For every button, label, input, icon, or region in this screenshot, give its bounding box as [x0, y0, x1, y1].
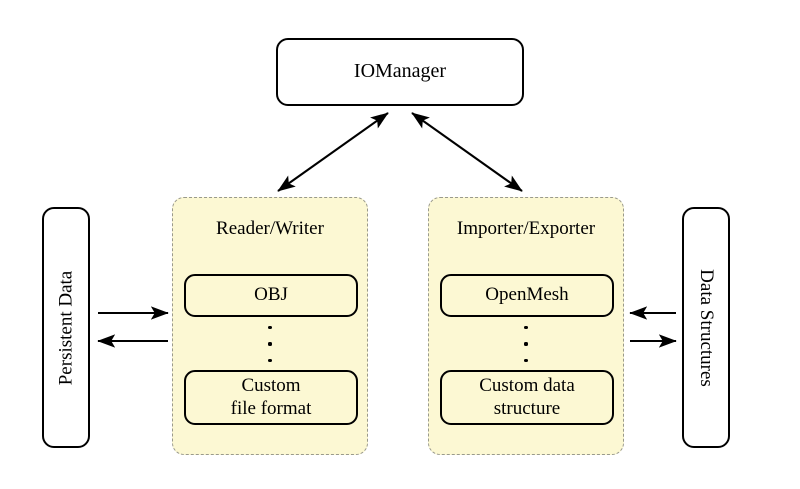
- node-custom-data-structure[interactable]: Custom data structure: [440, 370, 614, 425]
- ellipsis-dot: [524, 342, 528, 346]
- node-custom-file-format-label: Custom file format: [231, 375, 312, 421]
- edge-iomanager-importerexporter: [411, 112, 523, 192]
- io-manager-node[interactable]: IOManager: [276, 38, 524, 106]
- ellipsis-importer-exporter: [429, 326, 623, 362]
- panel-reader-writer[interactable]: Reader/Writer OBJ Custom file format: [172, 197, 368, 455]
- panel-reader-writer-title: Reader/Writer: [216, 218, 324, 239]
- node-persistent-data-label: Persistent Data: [55, 270, 77, 385]
- node-openmesh-label: OpenMesh: [485, 284, 569, 306]
- node-data-structures-label: Data Structures: [696, 268, 717, 387]
- node-custom-file-format[interactable]: Custom file format: [184, 370, 358, 425]
- io-manager-label: IOManager: [353, 60, 447, 83]
- node-obj-label: OBJ: [254, 284, 288, 306]
- node-custom-data-structure-label: Custom data structure: [479, 375, 575, 421]
- panel-importer-exporter[interactable]: Importer/Exporter OpenMesh Custom data s…: [428, 197, 624, 455]
- node-persistent-data[interactable]: Persistent Data: [42, 207, 90, 448]
- ellipsis-dot: [524, 358, 528, 362]
- edge-iomanager-readerwriter: [277, 112, 389, 192]
- ellipsis-dot: [268, 326, 272, 330]
- ellipsis-dot: [268, 342, 272, 346]
- node-custom-data-structure-line2: structure: [493, 397, 561, 419]
- ellipsis-dot: [268, 358, 272, 362]
- node-custom-file-format-line2: file format: [230, 397, 312, 419]
- node-custom-file-format-line1: Custom: [241, 374, 301, 396]
- node-obj[interactable]: OBJ: [184, 274, 358, 317]
- panel-importer-exporter-title: Importer/Exporter: [456, 218, 596, 239]
- node-data-structures[interactable]: Data Structures: [682, 207, 730, 448]
- ellipsis-reader-writer: [173, 326, 367, 362]
- ellipsis-dot: [524, 326, 528, 330]
- node-custom-data-structure-line1: Custom data: [479, 374, 575, 396]
- node-openmesh[interactable]: OpenMesh: [440, 274, 614, 317]
